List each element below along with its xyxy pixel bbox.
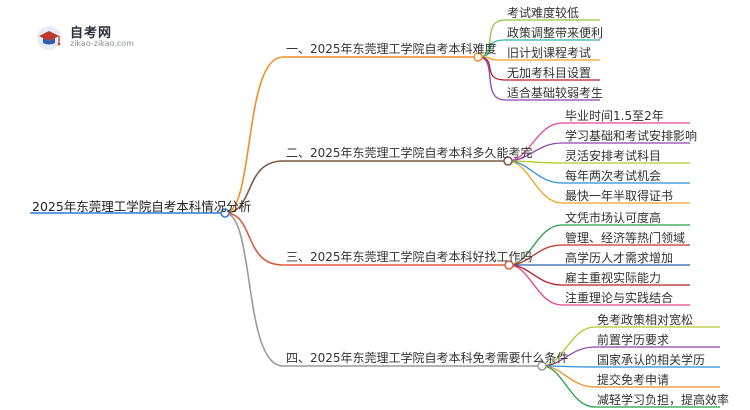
leaf-2-4-curve (507, 160, 563, 184)
leaf-2-3[interactable]: 灵活安排考试科目 (565, 149, 662, 163)
leaf-4-2[interactable]: 前置学历要求 (597, 333, 670, 347)
leaf-3-5[interactable]: 注重理论与实践结合 (565, 291, 674, 305)
leaf-3-2[interactable]: 管理、经济等热门领域 (565, 231, 686, 245)
root-node-icon (220, 208, 230, 218)
leaf-4-1[interactable]: 免考政策相对宽松 (597, 313, 694, 327)
leaf-1-4[interactable]: 无加考科目设置 (507, 66, 592, 80)
leaf-4-5[interactable]: 减轻学习负担，提高效率 (597, 393, 730, 407)
branch-3-node-icon (504, 260, 514, 270)
leaf-1-3[interactable]: 旧计划课程考试 (507, 46, 592, 60)
root-branch-4-curve (224, 212, 284, 367)
leaf-2-2[interactable]: 学习基础和考试安排影响 (565, 129, 698, 143)
leaf-3-5-curve (508, 264, 563, 306)
branch-topic-3[interactable]: 三、2025年东莞理工学院自考本科好找工作吗 (286, 250, 533, 264)
leaf-3-4[interactable]: 雇主重视实际能力 (565, 271, 662, 285)
leaf-1-5[interactable]: 适合基础较弱考生 (507, 86, 604, 100)
leaf-4-5-curve (541, 365, 596, 408)
leaf-2-1[interactable]: 毕业时间1.5至2年 (565, 109, 664, 123)
leaf-2-4[interactable]: 每年两次考试机会 (565, 169, 662, 183)
root-branch-3-curve (224, 212, 284, 266)
logo-url: zikao-zikao.com (70, 39, 134, 48)
branch-2-node-icon (503, 156, 513, 166)
site-logo[interactable]: 自考网 zikao-zikao.com (34, 22, 144, 52)
root-topic[interactable]: 2025年东莞理工学院自考本科情况分析 (32, 199, 252, 214)
leaf-4-4-curve (541, 365, 596, 388)
leaf-1-5-curve (477, 56, 506, 101)
leaf-2-5[interactable]: 最快一年半取得证书 (565, 189, 674, 203)
leaf-3-1[interactable]: 文凭市场认可度高 (565, 211, 662, 225)
branch-1-node-icon (473, 52, 483, 62)
leaf-3-3[interactable]: 高学历人才需求增加 (565, 251, 674, 265)
leaf-2-5-curve (507, 160, 563, 204)
root-branch-1-curve (224, 56, 284, 214)
leaf-3-4-curve (508, 264, 563, 286)
branch-topic-2[interactable]: 二、2025年东莞理工学院自考本科多久能考完 (286, 146, 533, 160)
logo-name: 自考网 (70, 26, 113, 41)
branch-4-node-icon (537, 361, 547, 371)
branch-topic-4[interactable]: 四、2025年东莞理工学院自考本科免考需要什么条件 (286, 351, 569, 365)
leaf-1-1[interactable]: 考试难度较低 (507, 6, 580, 20)
branch-topic-1[interactable]: 一、2025年东莞理工学院自考本科难度 (286, 42, 497, 56)
leaf-1-2[interactable]: 政策调整带来便利 (507, 26, 604, 40)
leaf-4-4[interactable]: 提交免考申请 (597, 373, 670, 387)
root-branch-2-curve (224, 160, 284, 214)
leaf-4-3[interactable]: 国家承认的相关学历 (597, 353, 706, 367)
logo-cap-icon (37, 26, 61, 50)
